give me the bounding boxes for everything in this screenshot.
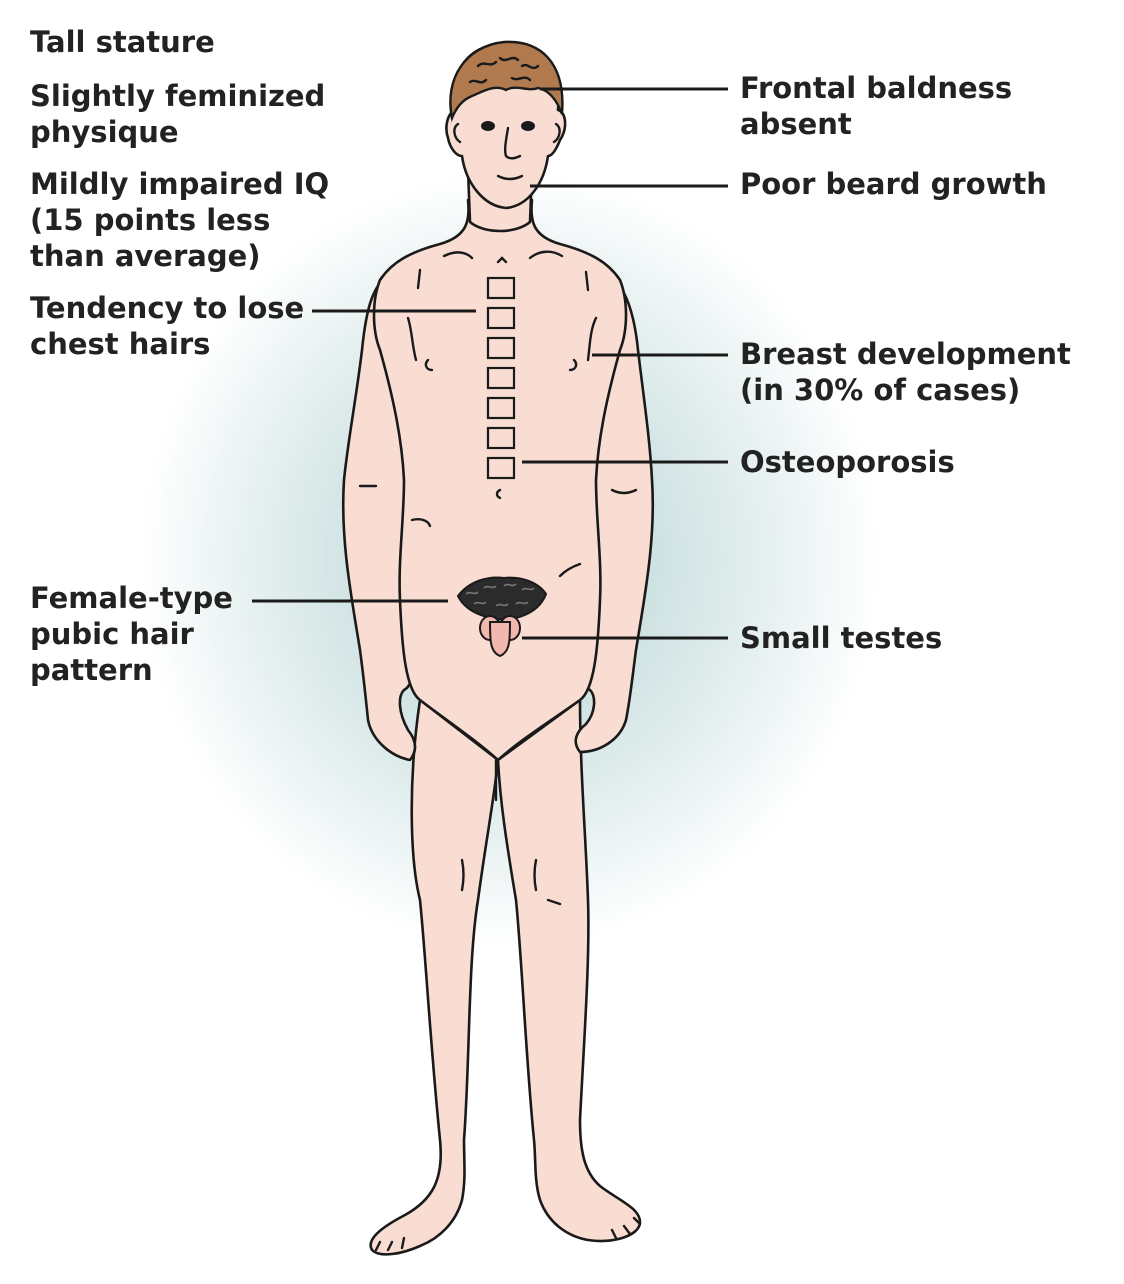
label-line: Small testes — [740, 620, 942, 656]
label-line: pattern — [30, 652, 233, 688]
spine — [488, 278, 514, 478]
label-line: Tendency to lose — [30, 290, 304, 326]
label-line: Poor beard growth — [740, 166, 1047, 202]
label-line: than average) — [30, 238, 329, 274]
left-leg — [371, 700, 498, 1254]
label-line: (in 30% of cases) — [740, 372, 1071, 408]
label-line: Tall stature — [30, 24, 215, 60]
label-beard-growth: Poor beard growth — [740, 166, 1047, 202]
label-line: absent — [740, 106, 1012, 142]
label-line: Osteoporosis — [740, 444, 955, 480]
label-line: Female-type — [30, 580, 233, 616]
label-breast-development: Breast development (in 30% of cases) — [740, 336, 1071, 408]
label-line: pubic hair — [30, 616, 233, 652]
label-line: physique — [30, 114, 325, 150]
label-pubic-hair: Female-type pubic hair pattern — [30, 580, 233, 688]
label-tall-stature: Tall stature — [30, 24, 215, 60]
label-line: Frontal baldness — [740, 70, 1012, 106]
left-eye — [481, 121, 495, 131]
label-line: chest hairs — [30, 326, 304, 362]
label-small-testes: Small testes — [740, 620, 942, 656]
label-chest-hair: Tendency to lose chest hairs — [30, 290, 304, 362]
right-leg — [498, 700, 640, 1241]
label-impaired-iq: Mildly impaired IQ (15 points less than … — [30, 166, 329, 274]
label-feminized-physique: Slightly feminized physique — [30, 78, 325, 150]
label-line: Slightly feminized — [30, 78, 325, 114]
label-osteoporosis: Osteoporosis — [740, 444, 955, 480]
penis — [490, 622, 510, 656]
right-eye — [521, 121, 535, 131]
label-line: Breast development — [740, 336, 1071, 372]
label-line: (15 points less — [30, 202, 329, 238]
label-line: Mildly impaired IQ — [30, 166, 329, 202]
label-frontal-baldness: Frontal baldness absent — [740, 70, 1012, 142]
